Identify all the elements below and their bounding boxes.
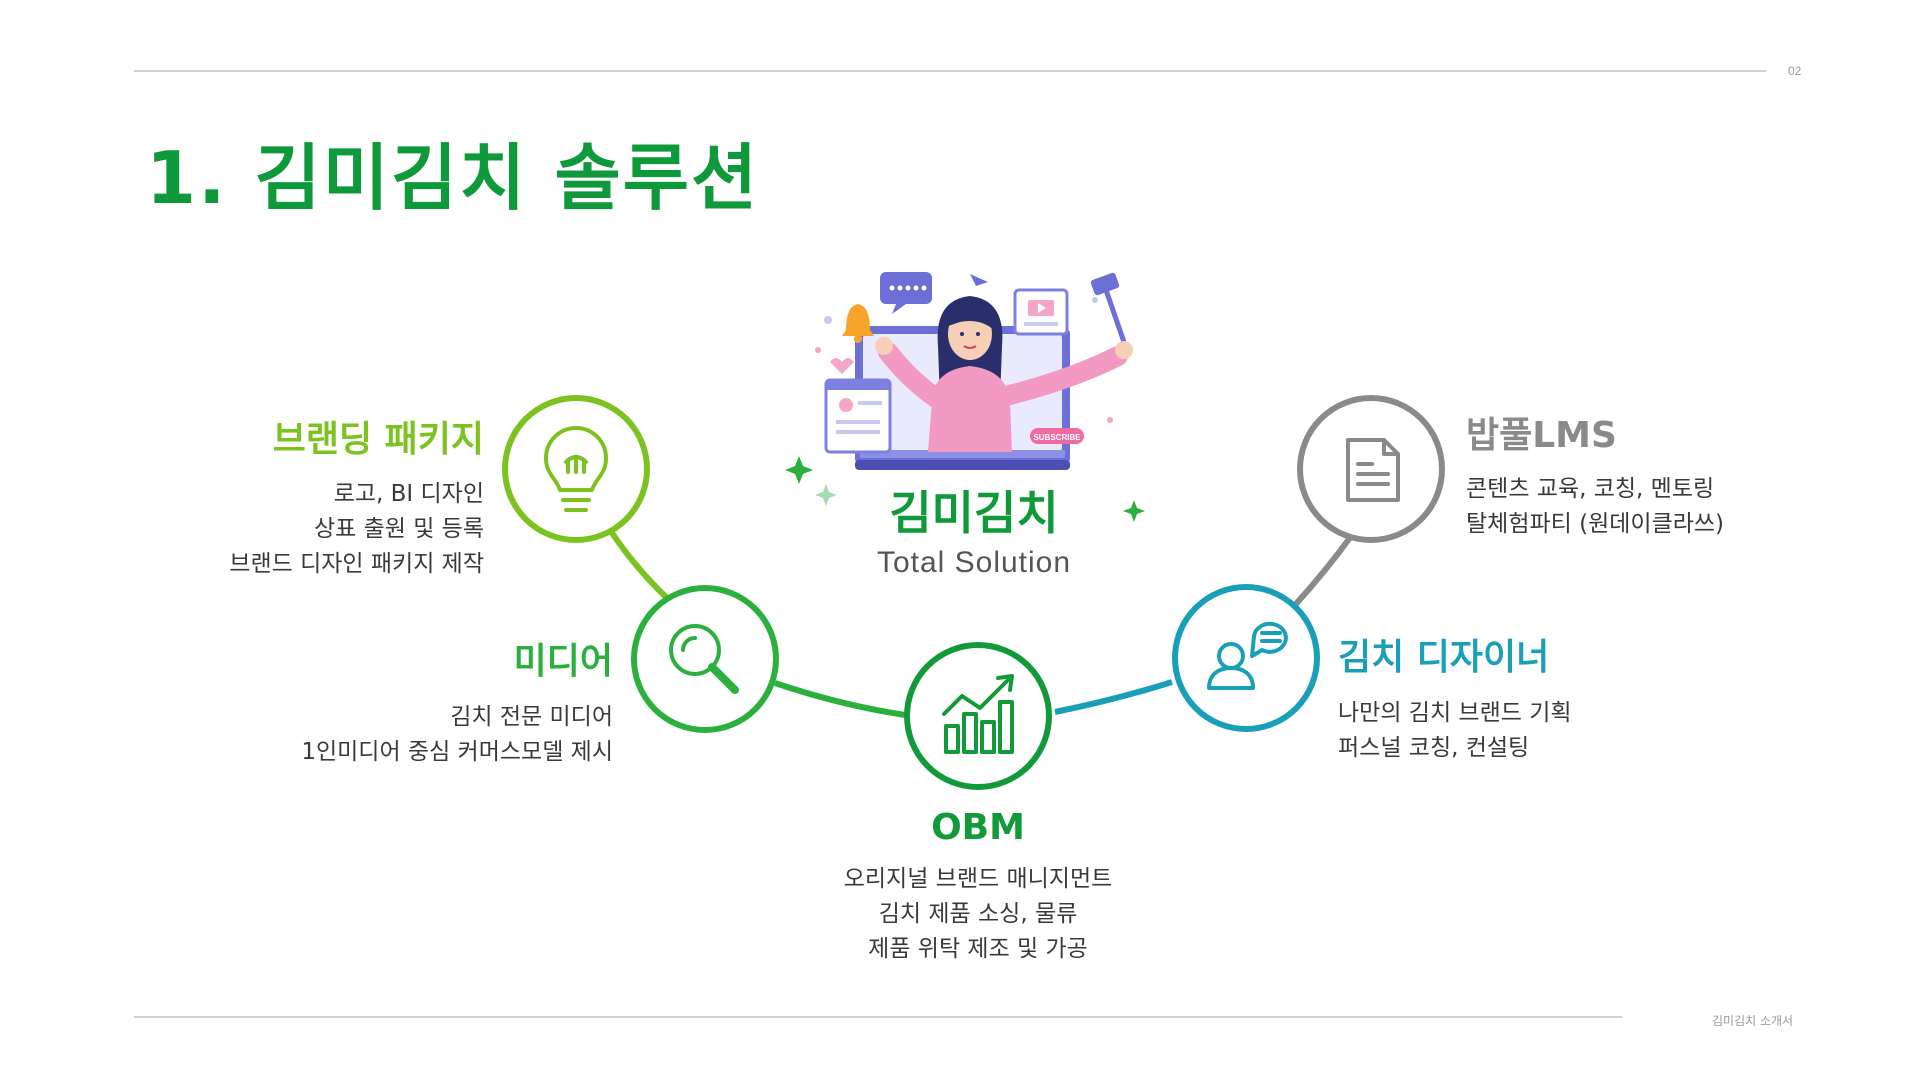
- center-title: 김미김치: [889, 486, 1059, 540]
- branding-line: 상표 출원 및 등록: [313, 516, 484, 542]
- designer-heading: 김치 디자이너: [1338, 637, 1550, 678]
- document-icon: [1346, 438, 1400, 502]
- user-chat-icon: [1207, 621, 1288, 690]
- designer-description: 나만의 김치 브랜드 기획 퍼스널 코칭, 컨설팅: [1338, 696, 1572, 766]
- branding-line: 로고, BI 디자인: [333, 481, 484, 507]
- obm-description: 오리지널 브랜드 매니지먼트 김치 제품 소싱, 물류 제품 위탁 제조 및 가…: [778, 862, 1178, 967]
- obm-heading: OBM: [931, 807, 1025, 848]
- woman-influencer-illustration: SUBSCRIBE: [785, 272, 1145, 522]
- lms-line: 탈체험파티 (원데이클라쓰): [1466, 511, 1725, 537]
- obm-line: 제품 위탁 제조 및 가공: [868, 936, 1088, 962]
- designer-node: [1172, 584, 1320, 732]
- lms-description: 콘텐츠 교육, 코칭, 멘토링 탈체험파티 (원데이클라쓰): [1466, 472, 1724, 542]
- sparkle-icon: [785, 456, 813, 484]
- footer-label: 김미김치 소개서: [1712, 1014, 1794, 1028]
- media-node: [631, 585, 779, 733]
- growth-chart-icon: [942, 674, 1014, 754]
- media-line: 김치 전문 미디어: [450, 704, 613, 730]
- top-rule: [134, 70, 1766, 72]
- svg-text:SUBSCRIBE: SUBSCRIBE: [1033, 433, 1081, 442]
- obm-node: [904, 642, 1052, 790]
- magnifier-icon: [669, 624, 739, 694]
- designer-line: 나만의 김치 브랜드 기획: [1338, 700, 1572, 726]
- page-title: 1. 김미김치 솔루션: [146, 136, 760, 220]
- designer-line: 퍼스널 코칭, 컨설팅: [1338, 735, 1530, 761]
- media-description: 김치 전문 미디어 1인미디어 중심 커머스모델 제시: [301, 700, 613, 770]
- connector-designer-lms: [1292, 533, 1355, 608]
- media-heading: 미디어: [513, 641, 613, 682]
- obm-line: 김치 제품 소싱, 물류: [878, 901, 1078, 927]
- sparkle-icon: [1123, 500, 1145, 522]
- lms-node: [1297, 395, 1445, 543]
- center-subtitle: Total Solution: [876, 546, 1072, 579]
- page-number: 02: [1788, 64, 1802, 78]
- connector-obm-designer: [1054, 679, 1173, 715]
- branding-description: 로고, BI 디자인 상표 출원 및 등록 브랜드 디자인 패키지 제작: [229, 477, 484, 582]
- lms-heading: 밥풀LMS: [1466, 415, 1617, 456]
- lightbulb-icon: [544, 426, 608, 512]
- connector-media-obm: [774, 680, 906, 718]
- obm-line: 오리지널 브랜드 매니지먼트: [843, 866, 1113, 892]
- sparkle-icon: [815, 484, 837, 506]
- media-line: 1인미디어 중심 커머스모델 제시: [301, 739, 613, 765]
- branding-heading: 브랜딩 패키지: [272, 419, 484, 460]
- lms-line: 콘텐츠 교육, 코칭, 멘토링: [1466, 476, 1715, 502]
- branding-line: 브랜드 디자인 패키지 제작: [229, 551, 484, 577]
- branding-node: [502, 395, 650, 543]
- bottom-rule: [134, 1016, 1622, 1018]
